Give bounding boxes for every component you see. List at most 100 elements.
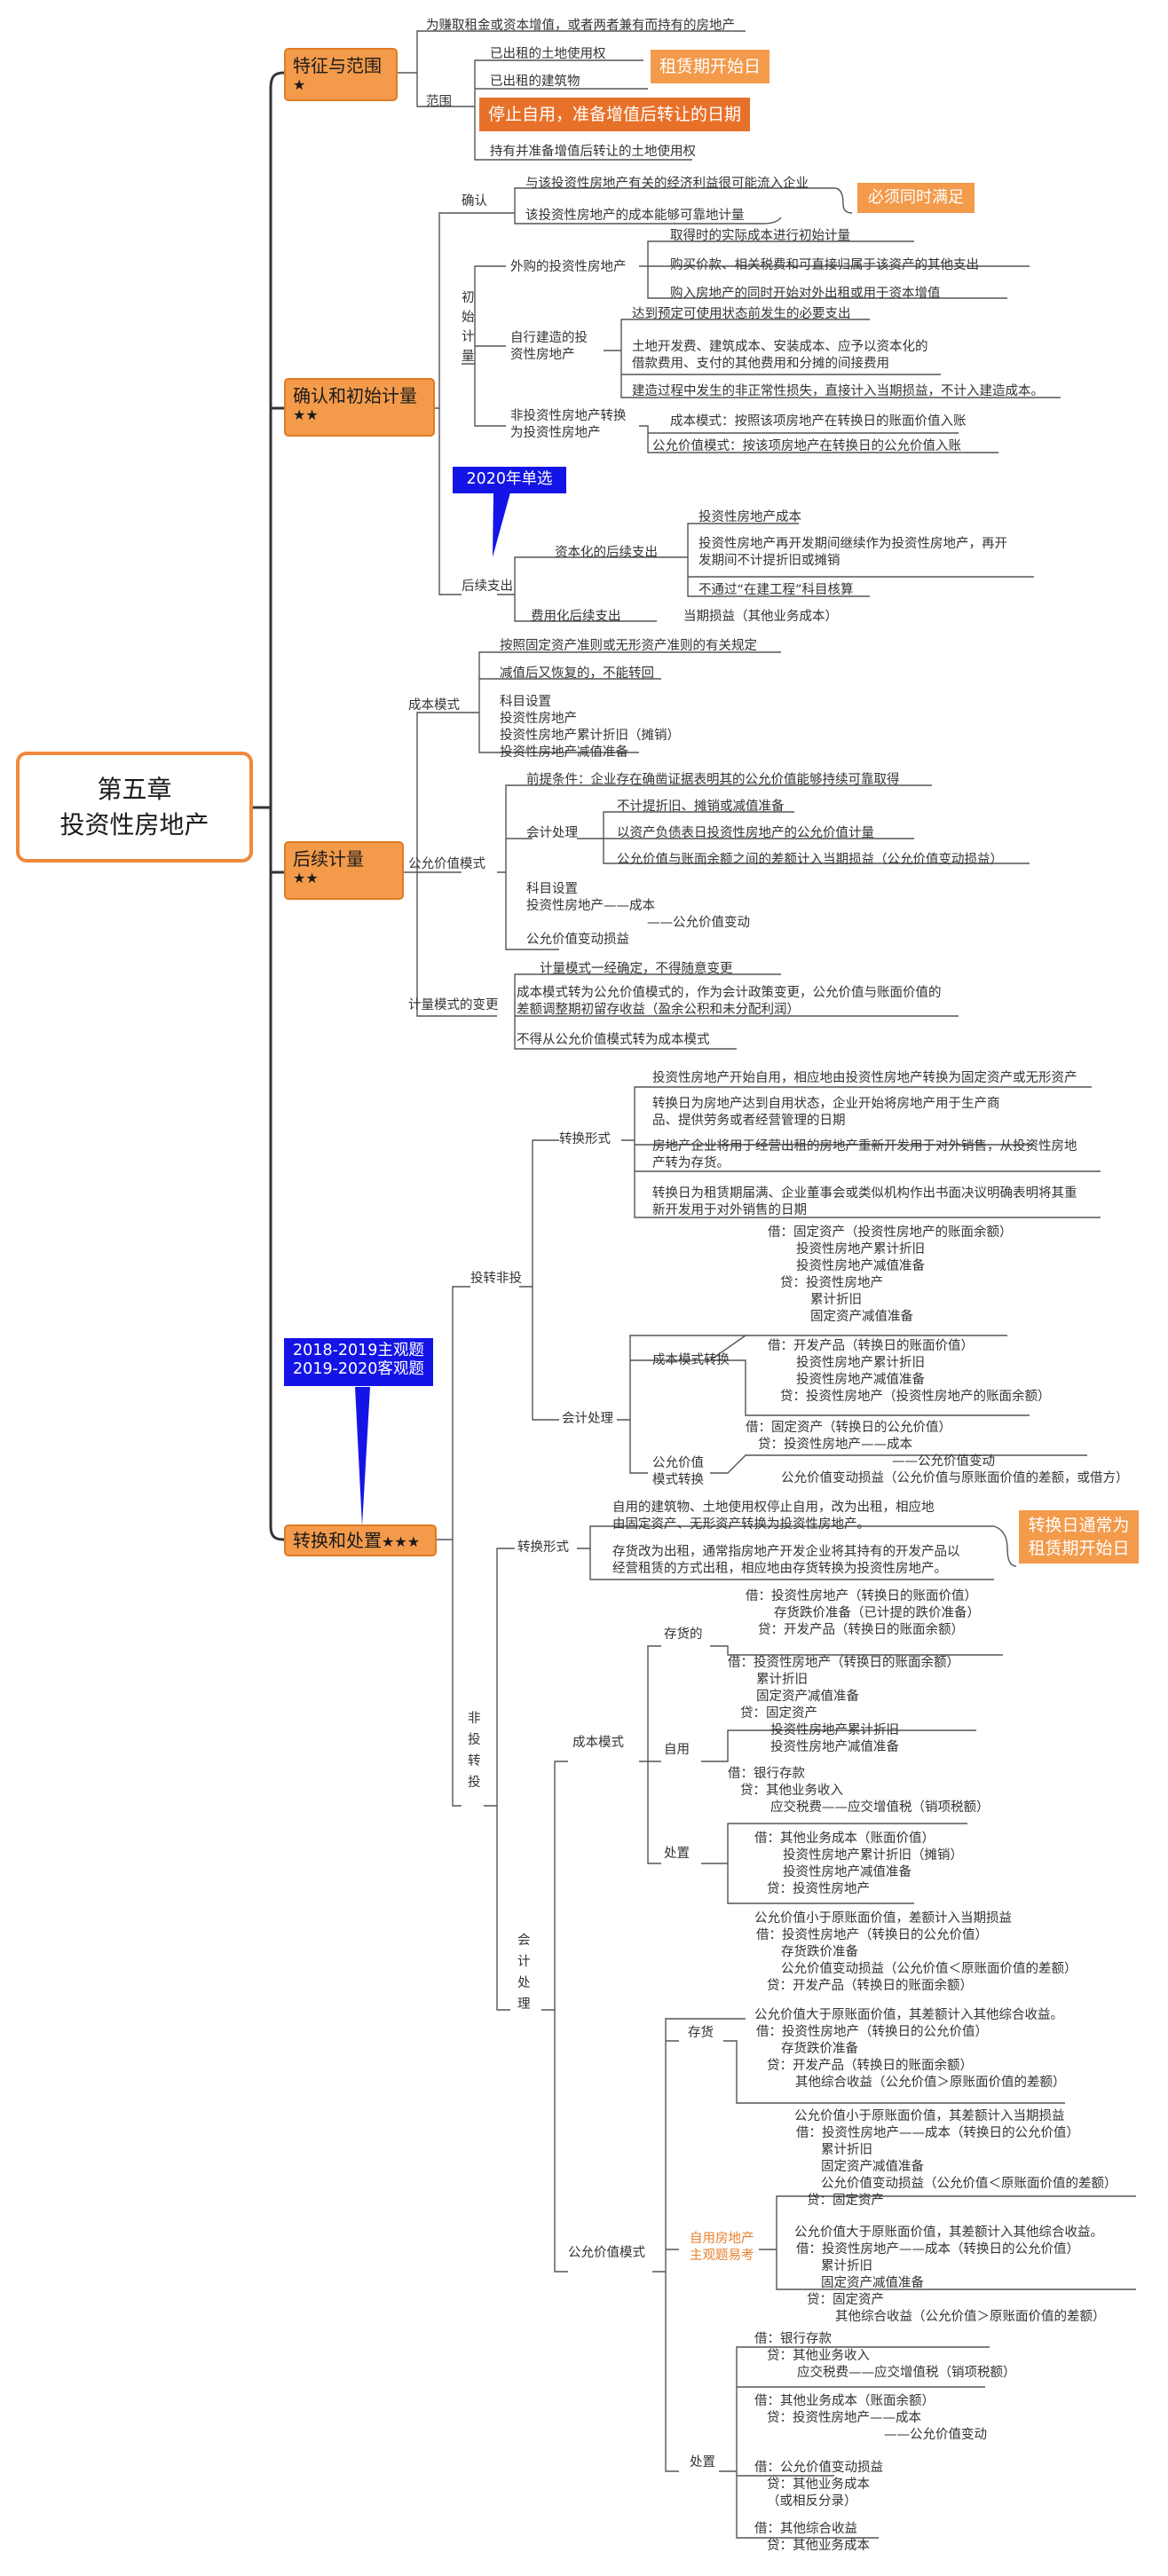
journal-fair-dispose-fv: 借：公允价值变动损益贷：其他业务成本（或相反分录） — [754, 2461, 883, 2509]
expensed-label: 费用化后续支出 — [531, 610, 621, 624]
cost-model-item-1: 按照固定资产准则或无形资产准则的有关规定 — [500, 639, 757, 653]
fair-acct-item-2: 以资产负债表日投资性房地产的公允价值计量 — [617, 826, 874, 840]
conv-form-1: 投资性房地产开始自用，相应地由投资性房地产转换为固定资产或无形资产 — [652, 1071, 1077, 1085]
selfbuilt-item-3: 建造过程中发生的非正常性损失，直接计入当期损益，不计入建造成本。 — [632, 384, 1044, 398]
section-stars: ★★★ — [382, 1533, 421, 1550]
cap-item-2: 投资性房地产再开发期间继续作为投资性房地产，再开发期间不计提折旧或摊销 — [698, 537, 1007, 568]
subsequent-label: 后续支出 — [462, 579, 513, 594]
conv-form-4: 转换日为租赁期届满、企业董事会或类似机构作出书面决议明确表明将其重新开发用于对外… — [652, 1186, 1077, 1217]
conv-form2-2: 存货改为出租，通常指房地产开发企业将其持有的开发产品以经营租赁的方式出租，相应地… — [612, 1545, 960, 1576]
fair-mode2-label: 公允价值模式 — [568, 2246, 645, 2260]
fair-model-label: 公允价值模式 — [408, 857, 485, 871]
journal-fair-dispose-cost: 借：其他业务成本（账面余额）贷：投资性房地产——成本——公允价值变动 — [754, 2394, 987, 2442]
conv-form2-label: 转换形式 — [517, 1540, 569, 1555]
mode-change-item-3: 不得从公允价值模式转为成本模式 — [517, 1033, 710, 1047]
fair-acct-label: 会计处理 — [526, 826, 578, 840]
journal-inventory: 借：投资性房地产（转换日的账面价值）存货跌价准备（已计提的跌价准备）贷：开发产品… — [746, 1589, 980, 1637]
journal-dispose-cost: 借：其他业务成本（账面价值）投资性房地产累计折旧（摊销）投资性房地产减值准备贷：… — [754, 1832, 963, 1896]
year-2020-single-tag: 2020年单选 — [453, 467, 566, 493]
cost-model-accounts: 科目设置投资性房地产投资性房地产累计折旧（摊销）投资性房地产减值准备 — [500, 695, 680, 760]
journal-fair-self-loss: 公允价值小于原账面价值，其差额计入当期损益借：投资性房地产——成本（转换日的公允… — [794, 2109, 1117, 2208]
selfuse-label: 自用 — [664, 1743, 690, 1757]
section-title: 确认和初始计量 — [293, 385, 417, 406]
expensed-item: 当期损益（其他业务成本） — [683, 610, 838, 624]
scope-item-held-land: 持有并准备增值后转让的土地使用权 — [490, 145, 696, 159]
scope-item-building: 已出租的建筑物 — [490, 75, 580, 89]
definition-text: 为赚取租金或资本增值，或者两者兼有而持有的房地产 — [426, 19, 735, 33]
scope-label: 范围 — [426, 95, 452, 109]
purchased-label: 外购的投资性房地产 — [510, 260, 627, 274]
mode-change-item-1: 计量模式一经确定，不得随意变更 — [540, 962, 733, 976]
capitalized-label: 资本化的后续支出 — [555, 546, 658, 560]
purchased-item-3: 购入房地产的同时开始对外出租或用于资本增值 — [670, 287, 941, 301]
fair-conv-label: 公允价值模式转换 — [652, 1456, 704, 1487]
journal-fair-dispose-oci: 借：其他综合收益贷：其他业务成本 — [754, 2522, 870, 2553]
stop-selfuse-tag: 停止自用，准备增值后转让的日期 — [479, 98, 751, 131]
fair-acct-item-3: 公允价值与账面余额之间的差额计入当期损益（公允价值变动损益） — [617, 853, 1003, 867]
journal-fair-inv-loss: 公允价值小于原账面价值，差额计入当期损益借：投资性房地产（转换日的公允价值）存货… — [754, 1911, 1077, 1993]
confirm-cond-2: 该投资性房地产的成本能够可靠地计量 — [525, 209, 745, 223]
journal-fair-inv-gain: 公允价值大于原账面价值，其差额计入其他综合收益。借：投资性房地产（转换日的公允价… — [754, 2008, 1066, 2090]
section-title: 后续计量 — [293, 848, 364, 870]
cap-item-3: 不通过“在建工程”科目核算 — [698, 583, 854, 597]
selfbuilt-item-1: 达到预定可使用状态前发生的必要支出 — [632, 307, 851, 321]
inventory-label: 存货的 — [664, 1627, 703, 1642]
conversion-cost-mode: 成本模式：按照该项房地产在转换日的账面价值入账 — [670, 414, 967, 429]
lease-start-tag: 租赁期开始日 — [651, 50, 770, 83]
section-stars: ★★ — [293, 870, 319, 886]
must-both-tag: 必须同时满足 — [857, 183, 975, 213]
journal-dispose-revenue: 借：银行存款贷：其他业务收入应交税费——应交增值税（销项税额） — [728, 1767, 990, 1815]
section-stars: ★ — [293, 76, 306, 93]
cap-item-1: 投资性房地产成本 — [698, 510, 801, 524]
section-title: 转换和处置 — [293, 1530, 382, 1551]
section-stars: ★★ — [293, 406, 319, 423]
fair-acct-item-1: 不计提折旧、摊销或减值准备 — [617, 800, 785, 814]
journal-fair-self-gain: 公允价值大于原账面价值，其差额计入其他综合收益。借：投资性房地产——成本（转换日… — [794, 2225, 1106, 2324]
root-title-topic: 投资性房地产 — [59, 809, 209, 839]
conv-form-3: 房地产企业将用于经营出租的房地产重新开发用于对外销售，从投资性房地产转为存货。 — [652, 1139, 1077, 1170]
root-node[interactable]: 第五章 投资性房地产 — [16, 752, 253, 863]
dispose-label: 处置 — [664, 1847, 690, 1861]
journal-fair-conv: 借：固定资产（转换日的公允价值）贷：投资性房地产——成本——公允价值变动公允价值… — [746, 1421, 1129, 1485]
root-title-chapter: 第五章 — [97, 774, 172, 804]
mode-change-item-2: 成本模式转为公允价值模式的，作为会计政策变更，公允价值与账面价值的差额调整期初留… — [517, 986, 942, 1017]
purchased-item-2: 购买价款、相关税费和可直接归属于该资产的其他支出 — [670, 258, 979, 272]
conversion-label: 非投资性房地产转换为投资性房地产 — [510, 409, 627, 440]
journal-fixed-asset: 借：固定资产（投资性房地产的账面余额）投资性房地产累计折旧投资性房地产减值准备贷… — [768, 1225, 1013, 1324]
conversion-fair-mode: 公允价值模式：按该项房地产在转换日的公允价值入账 — [652, 439, 961, 453]
mode-change-label: 计量模式的变更 — [408, 998, 499, 1012]
section-conversion-disposal[interactable]: 转换和处置★★★ — [284, 1524, 437, 1556]
dispose2-label: 处置 — [690, 2455, 715, 2470]
conv-form-label: 转换形式 — [559, 1132, 611, 1146]
section-subsequent-measure[interactable]: 后续计量 ★★ — [284, 841, 404, 900]
journal-selfuse: 借：投资性房地产（转换日的账面余额）累计折旧固定资产减值准备贷：固定资产投资性房… — [728, 1656, 959, 1754]
cost-model-label: 成本模式 — [408, 698, 460, 713]
ip-to-nonip-label: 投转非投 — [470, 1272, 522, 1286]
section-features-scope[interactable]: 特征与范围 ★ — [284, 48, 398, 101]
confirm-cond-1: 与该投资性房地产有关的经济利益很可能流入企业 — [525, 177, 809, 191]
acct-processing-label: 会计处理 — [517, 1934, 531, 2012]
conv-acct-label: 会计处理 — [562, 1412, 613, 1426]
conv-form-2: 转换日为房地产达到自用状态，企业开始将房地产用于生产商品、提供劳务或者经营管理的… — [652, 1097, 1000, 1128]
nonip-to-ip-label: 非投转投 — [468, 1712, 481, 1790]
confirm-label: 确认 — [462, 194, 487, 209]
fair-model-accounts: 科目设置投资性房地产——成本——公允价值变动公允价值变动损益 — [526, 882, 750, 947]
conversion-date-tag: 转换日通常为租赁期开始日 — [1019, 1510, 1139, 1564]
cost-conv-label: 成本模式转换 — [652, 1353, 730, 1367]
conv-form2-1: 自用的建筑物、土地使用权停止自用，改为出租，相应地由固定资产、无形资产转换为投资… — [612, 1501, 935, 1532]
initial-measure-label: 初始计量 — [462, 291, 475, 364]
cost-mode2-label: 成本模式 — [572, 1736, 624, 1750]
purchased-item-1: 取得时的实际成本进行初始计量 — [670, 229, 850, 243]
journal-fair-dispose-rev: 借：银行存款贷：其他业务收入应交税费——应交增值税（销项税额） — [754, 2332, 1016, 2380]
scope-item-land: 已出租的土地使用权 — [490, 47, 606, 61]
selfbuilt-item-2: 土地开发费、建筑成本、安装成本、应予以资本化的借款费用、支付的其他费用和分摊的间… — [632, 340, 928, 371]
selfuse-exam-tag: 自用房地产主观题易考 — [690, 2232, 754, 2263]
self-built-label: 自行建造的投资性房地产 — [510, 331, 588, 362]
inventory2-label: 存货 — [688, 2026, 714, 2040]
journal-cost-conv: 借：开发产品（转换日的账面价值）投资性房地产累计折旧投资性房地产减值准备贷：投资… — [768, 1339, 1051, 1404]
fair-model-premise: 前提条件：企业存在确凿证据表明其的公允价值能够持续可靠取得 — [526, 773, 900, 787]
section-recognition-initial[interactable]: 确认和初始计量 ★★ — [284, 378, 435, 437]
